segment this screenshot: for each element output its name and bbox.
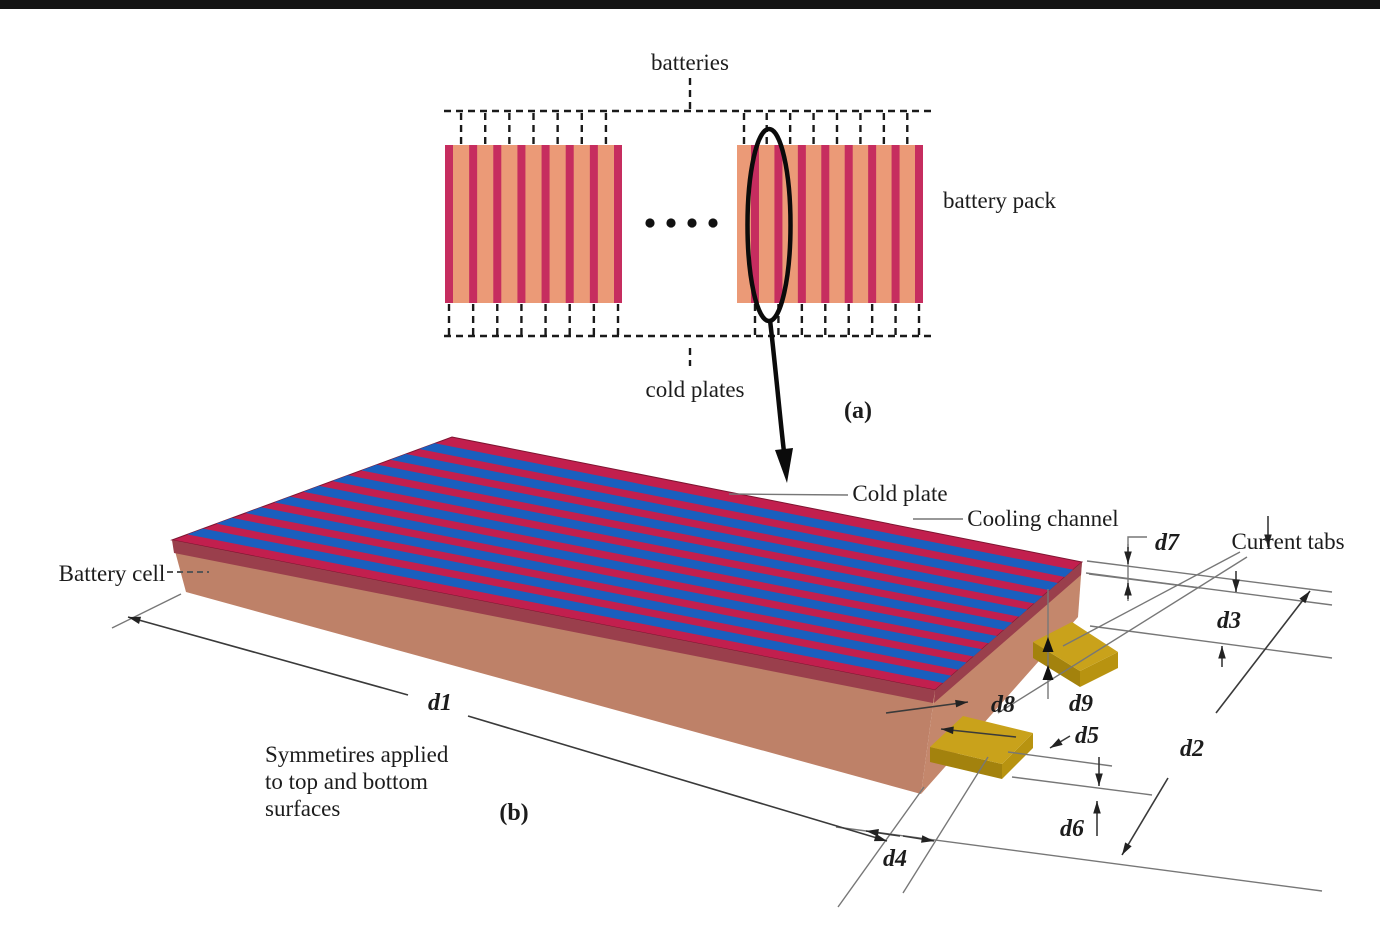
cooling-channel-stripe: [361, 464, 1043, 604]
dim-d8: d8: [991, 692, 1015, 718]
dim-d3: d3: [1217, 608, 1241, 634]
cold-plate-stripe: [915, 145, 923, 303]
battery-cell-front-face: [172, 540, 935, 794]
dim-d7: d7: [1155, 530, 1180, 556]
cooling-channel-stripe: [216, 517, 967, 670]
cold-plate-stripe: [517, 145, 526, 303]
cold-plates-label: cold plates: [646, 377, 745, 402]
cold-plate-stripe: [868, 145, 877, 303]
cold-plate-stripe: [614, 145, 622, 303]
cooling-channel-stripe: [303, 485, 1013, 630]
screenshot-top-bar: [0, 0, 1380, 9]
cooling-channel-stripe: [187, 528, 952, 683]
cold-plate-front-edge: [172, 540, 935, 703]
symmetry-note-line-2: to top and bottom: [265, 769, 428, 794]
cooling-channel-stripe: [274, 496, 997, 644]
cooling-channels: [187, 443, 1074, 683]
current-tab-upper: [1033, 622, 1118, 687]
current-tabs-label: Current tabs: [1231, 529, 1344, 554]
cold-plate-stripe: [774, 145, 783, 303]
ellipsis-dots: [645, 218, 718, 228]
current-tab-lower: [930, 716, 1033, 779]
cold-plate-stripe: [891, 145, 900, 303]
cold-plate-label: Cold plate: [852, 481, 947, 506]
panel-a: batteries cold plates (a) battery pack: [444, 50, 1057, 483]
battery-cell-label: Battery cell: [59, 561, 166, 586]
cold-plate-stripe: [469, 145, 478, 303]
cold-plate-stripe: [589, 145, 598, 303]
cold-plate-stripe: [565, 145, 574, 303]
panel-b-label: (b): [499, 800, 528, 826]
cold-plate-stripe: [821, 145, 830, 303]
cold-plate-stripe: [844, 145, 853, 303]
cooling-channel-stripe: [390, 453, 1058, 591]
battery-cold-plate-blocks: [445, 113, 923, 335]
zoom-arrow-head: [775, 448, 793, 483]
zoom-arrow-shaft: [767, 319, 787, 453]
cold-plate-stripe: [797, 145, 806, 303]
panel-b: Cold plate Cooling channel Current tabs …: [59, 436, 1345, 908]
extension-lines: [111, 493, 1333, 908]
cooling-channel-label: Cooling channel: [967, 506, 1118, 531]
cold-plate-stripe: [445, 145, 453, 303]
cold-plate-right-edge: [934, 562, 1082, 703]
cooling-channel-stripe: [332, 475, 1028, 617]
cooling-channel-stripe: [245, 507, 982, 657]
symmetry-note-line-3: surfaces: [265, 796, 340, 821]
dim-d4: d4: [883, 846, 907, 872]
dim-d1: d1: [428, 690, 452, 716]
dimension-lines: [127, 516, 1311, 856]
batteries-label: batteries: [651, 50, 729, 75]
panel-a-label: (a): [844, 398, 872, 424]
dim-d2: d2: [1180, 736, 1204, 762]
symmetry-note-line-1: Symmetires applied: [265, 742, 449, 767]
cooling-channel-stripe: [419, 443, 1074, 577]
dim-d6: d6: [1060, 816, 1084, 842]
dim-d5: d5: [1075, 723, 1099, 749]
cold-plate-stripe: [493, 145, 502, 303]
cold-plate-stripe: [751, 145, 759, 303]
battery-pack-label: battery pack: [943, 188, 1057, 213]
dim-d9: d9: [1069, 691, 1093, 717]
cold-plate-stripe: [541, 145, 550, 303]
